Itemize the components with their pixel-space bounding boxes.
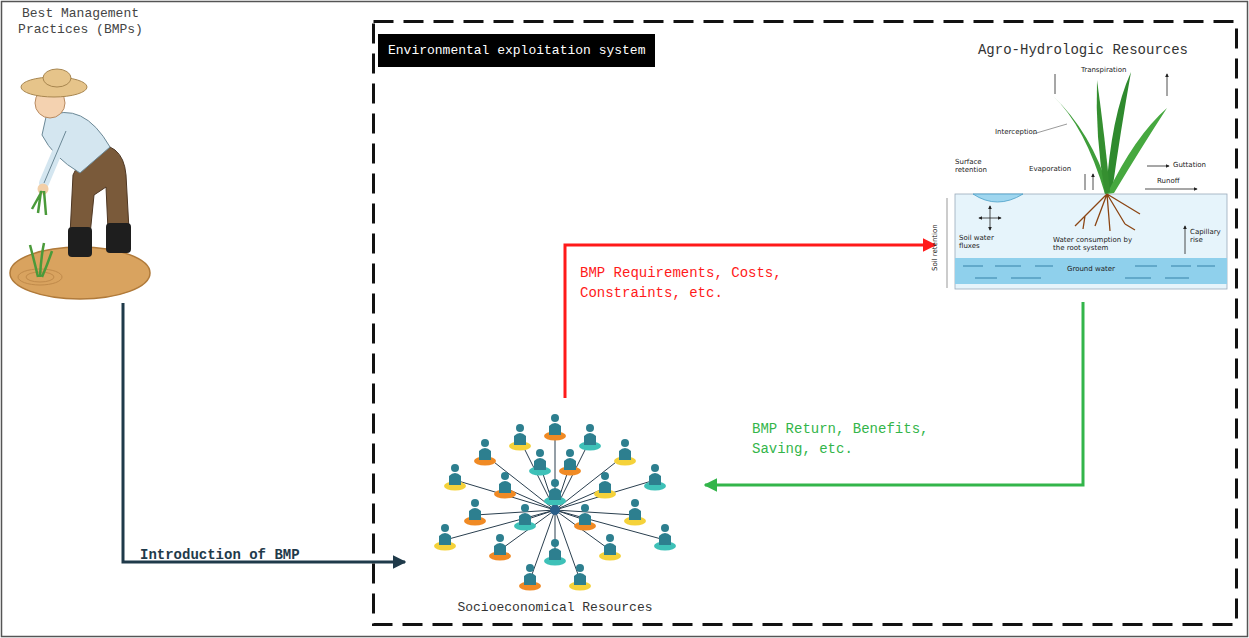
label-holder: Guttation xyxy=(1173,161,1223,169)
person-icon xyxy=(489,534,511,561)
person-icon xyxy=(579,424,601,451)
people-network-illustration xyxy=(405,398,705,598)
edge-label: BMP Return, Benefits, Saving, etc. xyxy=(752,420,952,459)
person-icon xyxy=(574,504,596,531)
person-icon xyxy=(544,479,566,506)
person-icon xyxy=(559,449,581,476)
flow-arrow xyxy=(123,303,405,562)
network-link xyxy=(555,510,610,550)
person-icon xyxy=(614,439,636,466)
edge-label: Introduction of BMP xyxy=(140,546,360,566)
person-icon xyxy=(529,449,551,476)
resource-panel: Agro-Hydrologic Resources TranspirationI… xyxy=(935,40,1231,302)
picture-label: Transpiration xyxy=(1081,66,1141,74)
picture-label: Guttation xyxy=(1173,161,1223,169)
farmer-illustration xyxy=(8,45,153,303)
label-holder: Water consumption by the root system xyxy=(1053,236,1145,252)
network-link xyxy=(530,510,555,580)
network-link xyxy=(500,510,555,550)
picture-label: Ground water xyxy=(1067,265,1127,273)
person-icon xyxy=(599,534,621,561)
picture-label: Interception xyxy=(995,128,1035,136)
person-icon xyxy=(569,564,591,591)
edge-label: BMP Requirements, Costs, Constraints, et… xyxy=(580,264,810,303)
person-icon xyxy=(594,472,616,499)
picture-label: Evaporation xyxy=(1029,165,1081,173)
resource-panel: Socioeconomical Resources xyxy=(405,398,705,617)
label-holder: Introduction of BMP xyxy=(140,546,360,566)
label-holder: Evaporation xyxy=(1029,165,1081,173)
network-link xyxy=(455,480,555,510)
label-holder: BMP Return, Benefits, Saving, etc. xyxy=(752,420,952,459)
picture-label: Surface retention xyxy=(955,158,1001,174)
person-icon xyxy=(654,524,676,551)
label-holder: BMP Requirements, Costs, Constraints, et… xyxy=(580,264,810,303)
network-link xyxy=(555,510,580,580)
boundary-tag: Environmental exploitation system xyxy=(378,34,655,67)
person-icon xyxy=(644,464,666,491)
flow-arrow xyxy=(565,245,935,398)
person-icon xyxy=(514,504,536,531)
picture-label: Capillary rise xyxy=(1190,228,1226,244)
node-title: Socioeconomical Resources xyxy=(405,598,705,616)
system-boundary: Environmental exploitation system Agro-Hy… xyxy=(372,20,1238,626)
node-title: Agro-Hydrologic Resources xyxy=(935,40,1231,66)
network-link xyxy=(555,480,655,510)
picture-label: Soil water fluxes xyxy=(959,234,1003,250)
person-icon xyxy=(494,472,516,499)
label-holder: Transpiration xyxy=(1081,66,1141,74)
person-icon xyxy=(624,499,646,526)
label-holder: Surface retention xyxy=(955,158,1001,174)
person-icon xyxy=(544,414,566,441)
person-icon xyxy=(519,564,541,591)
picture-label: Water consumption by the root system xyxy=(1053,236,1145,252)
label-holder: Ground water xyxy=(1067,265,1127,273)
flow-arrow xyxy=(705,302,1083,485)
person-icon xyxy=(464,499,486,526)
practice-box: Best Management Practices (BMPs) xyxy=(8,4,153,303)
label-holder: Soil water fluxes xyxy=(959,234,1003,250)
person-icon xyxy=(434,524,456,551)
label-holder: Interception xyxy=(995,128,1035,136)
picture-label: Soil retention xyxy=(931,211,939,271)
node-title: Best Management Practices (BMPs) xyxy=(8,4,153,45)
person-icon xyxy=(474,439,496,466)
label-holder: Runoff xyxy=(1157,177,1197,185)
person-icon xyxy=(509,424,531,451)
person-icon xyxy=(544,539,566,566)
person-icon xyxy=(444,464,466,491)
picture-label: Runoff xyxy=(1157,177,1197,185)
label-holder: Capillary rise xyxy=(1190,228,1226,244)
label-holder: Soil retention xyxy=(931,211,939,271)
